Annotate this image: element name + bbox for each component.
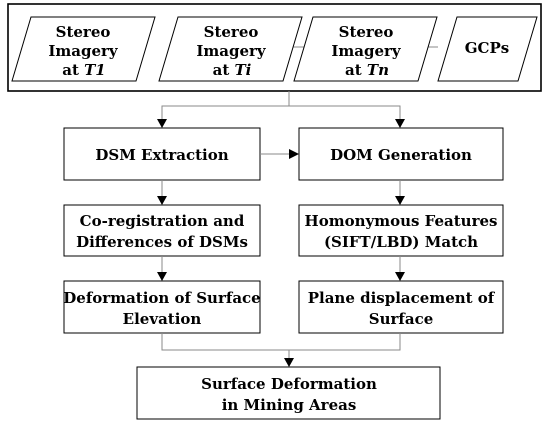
input-tn-var: T <box>367 61 380 79</box>
homonymous-features-box: Homonymous Features (SIFT/LBD) Match <box>298 204 504 257</box>
final-line1: Surface Deformation <box>201 375 377 393</box>
input-tn-line1: Stereo <box>339 23 394 41</box>
input-tn-line2: Imagery <box>331 42 402 60</box>
arrowhead-coreg-down <box>157 272 167 281</box>
arrowhead-merge <box>284 358 294 367</box>
input-t1-var: T <box>84 61 97 79</box>
arrowhead-dsm-to-dom <box>289 149 299 159</box>
merge-connector <box>161 333 401 351</box>
arrowhead-dsm-down <box>157 196 167 205</box>
svg-text:Stereo: Stereo <box>56 23 111 41</box>
input-split-connector <box>161 105 401 126</box>
dom-generation-box: DOM Generation <box>298 127 504 181</box>
input-ti-line2: Imagery <box>196 42 267 60</box>
input-t1-sub: 1 <box>95 61 105 79</box>
dom-generation-label: DOM Generation <box>330 146 472 164</box>
plane-line2: Surface <box>369 310 434 328</box>
input-t1-line1: Stereo <box>56 23 111 41</box>
input-imagery-tn: Stereo Imagery at Tn <box>293 16 438 82</box>
input-gcps-label: GCPs <box>465 39 509 57</box>
homonymous-line1: Homonymous Features <box>305 212 498 230</box>
homonymous-line2: (SIFT/LBD) Match <box>324 233 478 251</box>
plane-displacement-box: Plane displacement of Surface <box>298 280 504 334</box>
input-gcps: GCPs <box>437 16 538 82</box>
surface-deformation-box: Surface Deformation in Mining Areas <box>136 366 441 420</box>
dsm-extraction-box: DSM Extraction <box>63 127 261 181</box>
input-ti-sub: i <box>246 61 252 79</box>
arrowhead-left-top <box>157 119 167 128</box>
deformation-line1: Deformation of Surface <box>63 289 260 307</box>
arrowhead-dom-down <box>395 196 405 205</box>
svg-text:Imagery: Imagery <box>48 42 119 60</box>
svg-text:at Tn: at Tn <box>345 61 389 79</box>
input-tn-sub: n <box>378 61 389 79</box>
dsm-extraction-label: DSM Extraction <box>95 146 228 164</box>
input-imagery-ti: Stereo Imagery at Ti <box>158 16 303 82</box>
final-line2: in Mining Areas <box>222 396 357 414</box>
svg-text:at Ti: at Ti <box>213 61 252 79</box>
svg-text:Stereo: Stereo <box>339 23 394 41</box>
svg-text:Imagery: Imagery <box>196 42 267 60</box>
input-t1-line2: Imagery <box>48 42 119 60</box>
input-tn-prefix: at <box>345 61 367 79</box>
svg-text:at T1: at T1 <box>62 61 105 79</box>
input-ti-line1: Stereo <box>204 23 259 41</box>
input-ti-var: T <box>235 61 248 79</box>
coregistration-box: Co-registration and Differences of DSMs <box>63 204 261 257</box>
deformation-line2: Elevation <box>123 310 202 328</box>
input-ti-prefix: at <box>213 61 235 79</box>
arrowhead-right-top <box>395 119 405 128</box>
svg-text:Imagery: Imagery <box>331 42 402 60</box>
plane-line1: Plane displacement of <box>308 289 496 307</box>
deformation-elevation-box: Deformation of Surface Elevation <box>63 280 261 334</box>
arrowhead-homonymous-down <box>395 272 405 281</box>
input-t1-prefix: at <box>62 61 84 79</box>
svg-text:Stereo: Stereo <box>204 23 259 41</box>
input-imagery-t1: Stereo Imagery at T1 <box>11 16 156 82</box>
coregistration-line1: Co-registration and <box>80 212 245 230</box>
coregistration-line2: Differences of DSMs <box>76 233 248 251</box>
